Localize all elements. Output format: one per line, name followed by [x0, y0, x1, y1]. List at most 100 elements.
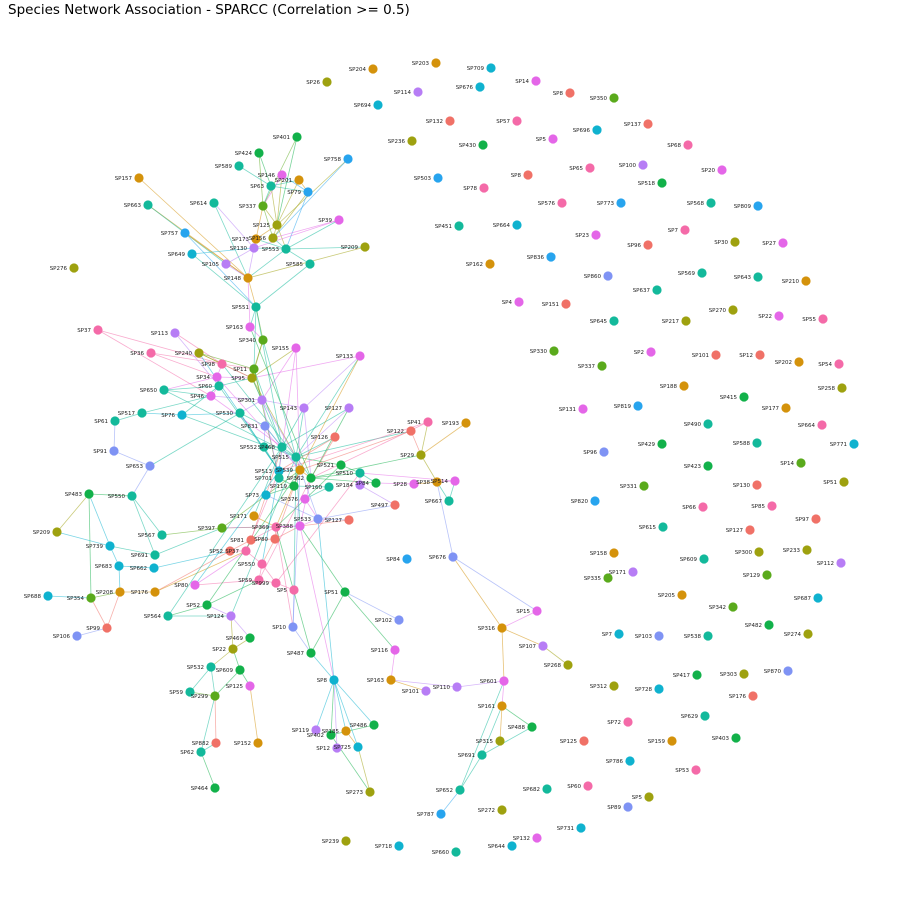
- node: [292, 132, 302, 142]
- node: [548, 134, 558, 144]
- node-label: SP29: [400, 453, 414, 459]
- node-label: SP91: [93, 449, 107, 455]
- node-label: SP84: [355, 481, 369, 487]
- node: [658, 522, 668, 532]
- node: [628, 567, 638, 577]
- node-label: SP667: [425, 499, 443, 505]
- edge: [163, 376, 218, 391]
- edge: [251, 347, 297, 379]
- node-label: SP201: [275, 178, 292, 184]
- node-label: SP76: [161, 413, 175, 419]
- node-label: SP23: [575, 233, 589, 239]
- node-label: SP836: [527, 255, 545, 261]
- node-label: SP773: [597, 201, 615, 207]
- node-label: SP515: [272, 455, 290, 461]
- node-label: SP171: [230, 514, 247, 520]
- edge: [253, 306, 257, 370]
- node: [654, 631, 664, 641]
- edge: [238, 165, 272, 187]
- node: [341, 836, 351, 846]
- edge: [194, 470, 280, 586]
- node-label: SP510: [336, 471, 354, 477]
- node: [497, 701, 507, 711]
- edge: [76, 627, 108, 637]
- edge: [333, 679, 338, 749]
- node: [813, 593, 823, 603]
- node: [143, 200, 153, 210]
- node: [149, 563, 159, 573]
- edge: [262, 205, 274, 239]
- node-label: SP151: [542, 302, 559, 308]
- node-label: SP157: [115, 176, 133, 182]
- edge: [295, 407, 305, 458]
- edge: [184, 232, 249, 279]
- node: [212, 372, 222, 382]
- edge: [456, 680, 505, 688]
- edge: [295, 436, 336, 458]
- node-label: SP68: [667, 143, 681, 149]
- node: [217, 359, 227, 369]
- edge: [258, 152, 272, 187]
- node-label: SP127: [726, 528, 744, 534]
- node: [409, 479, 419, 489]
- node: [254, 575, 264, 585]
- node: [259, 442, 269, 452]
- node: [592, 125, 602, 135]
- edge: [138, 177, 249, 279]
- node: [679, 381, 689, 391]
- node-label: SP676: [429, 555, 447, 561]
- node-label: SP589: [215, 164, 233, 170]
- node: [187, 249, 197, 259]
- edge: [261, 399, 297, 458]
- edge: [481, 726, 533, 756]
- node: [295, 521, 305, 531]
- node: [717, 165, 727, 175]
- node-label: SP156: [249, 236, 267, 242]
- node-label: SP652: [436, 788, 453, 794]
- edge: [109, 545, 156, 556]
- node: [532, 606, 542, 616]
- node-label: SP236: [388, 139, 406, 145]
- edge: [501, 705, 533, 728]
- edge: [270, 179, 300, 187]
- node-label: SP122: [387, 429, 404, 435]
- node: [542, 784, 552, 794]
- node: [253, 738, 263, 748]
- node-label: SP15: [516, 609, 530, 615]
- node-label: SP653: [126, 464, 144, 470]
- edge: [501, 627, 505, 682]
- node: [514, 297, 524, 307]
- node: [495, 736, 505, 746]
- node: [305, 259, 315, 269]
- edge: [295, 456, 342, 466]
- node-label: SP233: [783, 548, 801, 554]
- node-label: SP209: [341, 245, 359, 251]
- node: [657, 178, 667, 188]
- node-label: SP809: [734, 204, 752, 210]
- node-label: SP5: [277, 588, 288, 594]
- node: [801, 276, 811, 286]
- edge: [278, 421, 429, 472]
- edge: [295, 430, 412, 458]
- node-label: SP57: [496, 119, 510, 125]
- node-label: SP514: [431, 479, 449, 485]
- node: [803, 629, 813, 639]
- node-label: SP645: [590, 319, 608, 325]
- node: [226, 611, 236, 621]
- node: [448, 552, 458, 562]
- edge: [317, 504, 396, 520]
- node-label: SP37: [225, 549, 239, 555]
- node-label: SP430: [459, 143, 477, 149]
- node: [778, 238, 788, 248]
- node-label: SP54: [818, 362, 832, 368]
- node-label: SP513: [255, 469, 273, 475]
- node: [43, 591, 53, 601]
- node-label: SP644: [488, 844, 506, 850]
- node-label: SP184: [336, 483, 354, 489]
- node: [343, 154, 353, 164]
- node: [206, 662, 216, 672]
- edge: [221, 363, 253, 379]
- node: [748, 691, 758, 701]
- node: [190, 580, 200, 590]
- node-label: SP758: [324, 157, 342, 163]
